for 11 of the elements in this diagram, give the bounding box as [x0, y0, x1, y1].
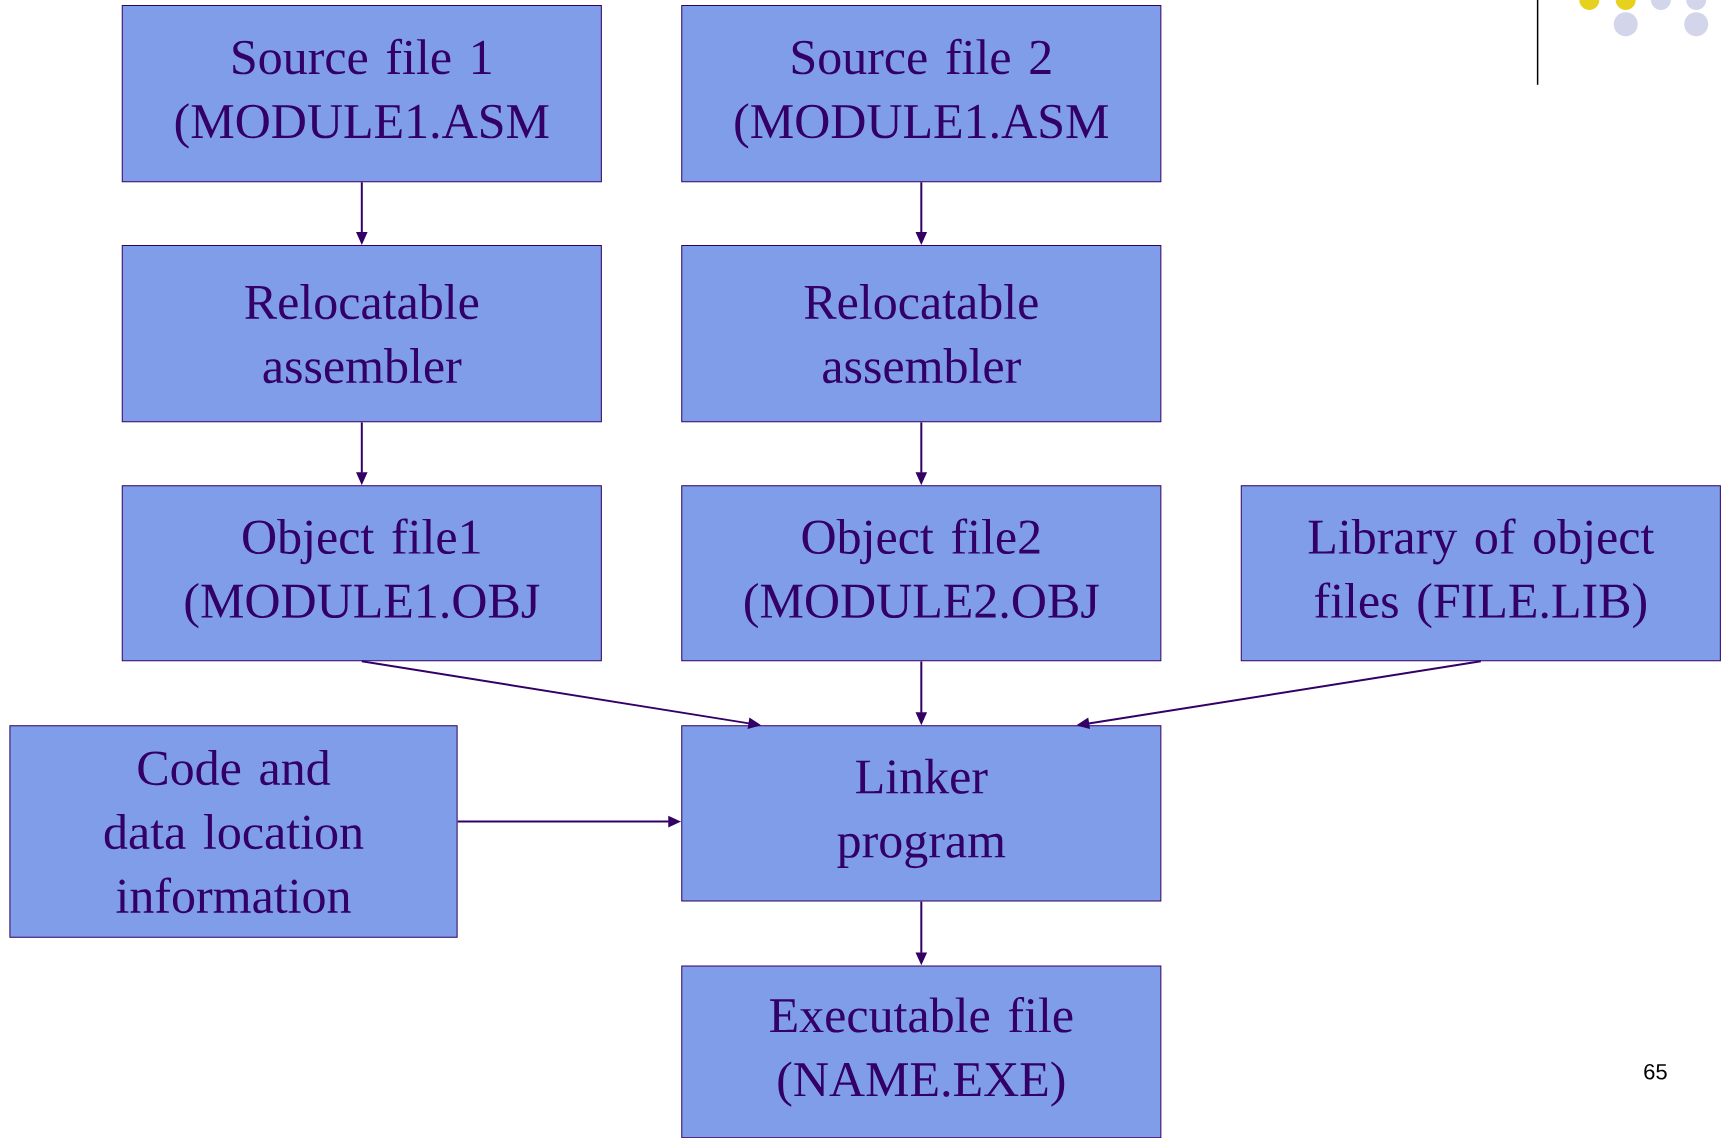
process-box: Code and data location information [9, 725, 458, 938]
process-box: Source file 1 (MODULE1.ASM [121, 5, 602, 183]
page-number: 65 [1644, 1063, 1667, 1080]
process-box: Linker program [681, 725, 1162, 902]
process-box: Source file 2 (MODULE1.ASM [681, 5, 1162, 183]
process-box: Object file2 (MODULE2.OBJ [681, 485, 1162, 662]
process-box: Relocatable assembler [121, 245, 602, 423]
process-box: Library of object files (FILE.LIB) [1240, 485, 1721, 662]
process-box: Relocatable assembler [681, 245, 1162, 423]
process-box: Executable file (NAME.EXE) [681, 965, 1162, 1138]
process-box: Object file1 (MODULE1.OBJ [121, 485, 602, 662]
